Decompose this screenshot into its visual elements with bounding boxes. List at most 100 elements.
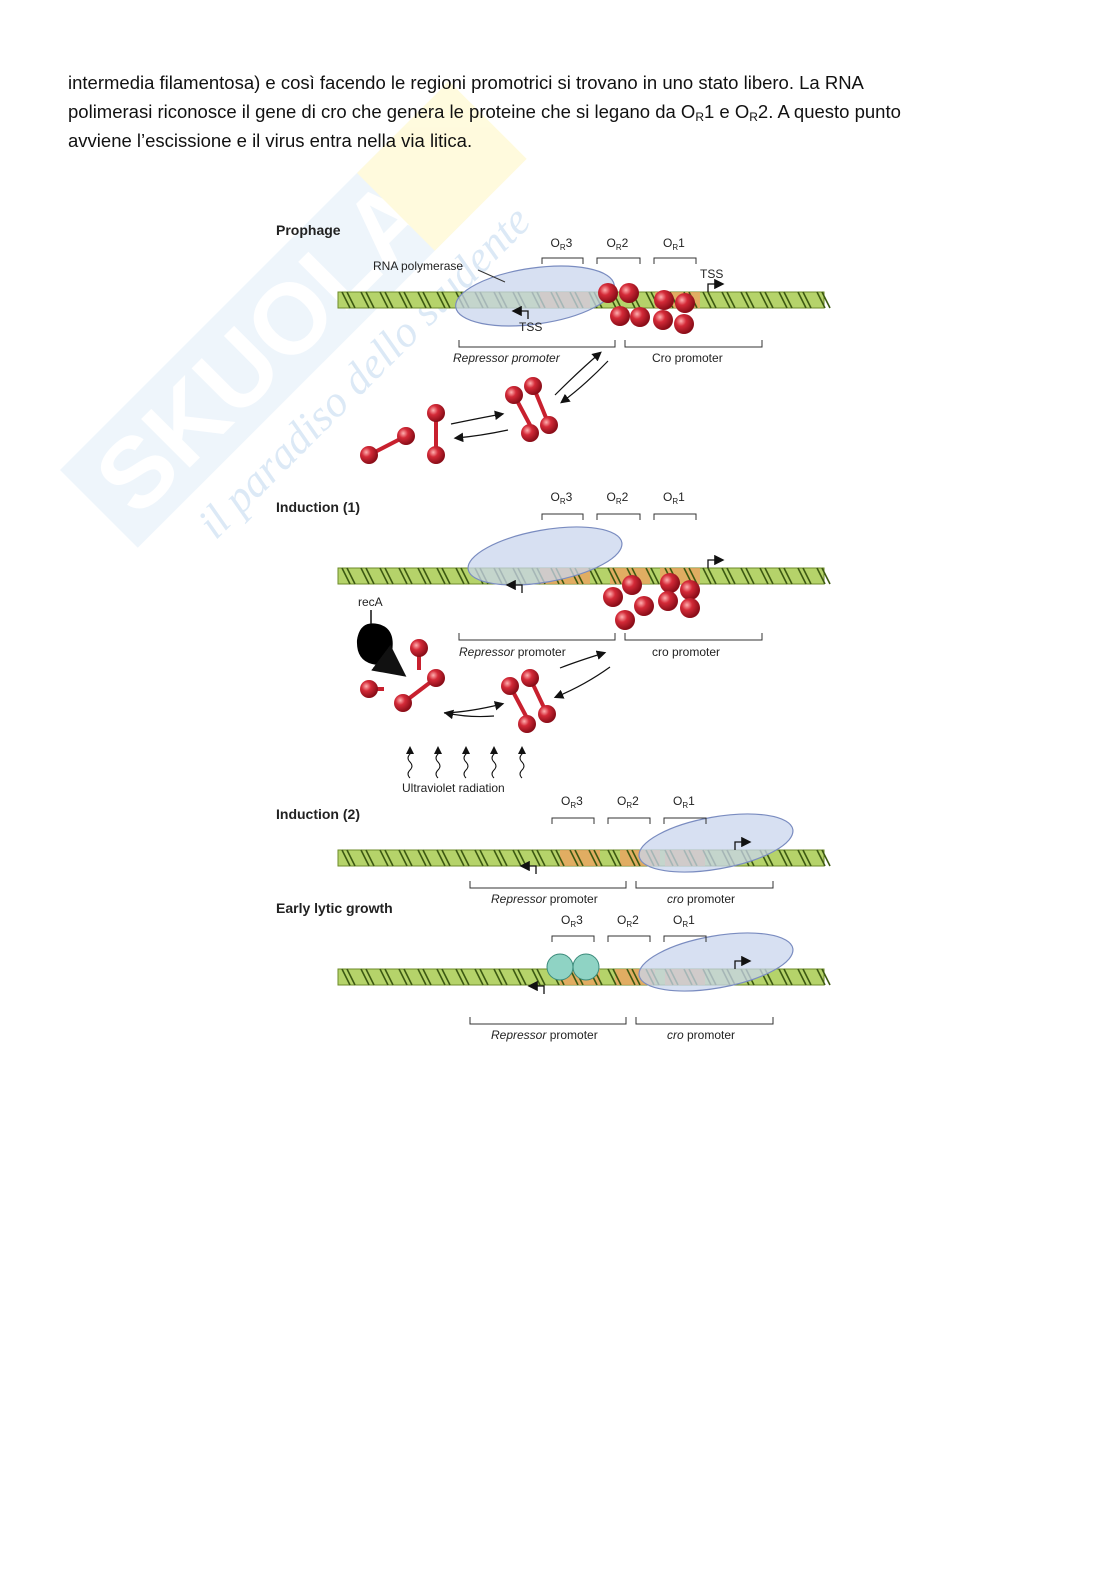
operator-label: OR2	[617, 913, 639, 929]
repressor-monomer	[505, 386, 523, 404]
repressor-monomer	[619, 283, 639, 303]
repressor-monomer	[653, 310, 673, 330]
repressor-monomer	[521, 424, 539, 442]
uv-radiation-label: Ultraviolet radiation	[402, 781, 505, 795]
rna-polymerase	[455, 265, 615, 327]
paragraph-line: polimerasi riconosce il gene di cro che …	[68, 101, 901, 124]
operator-1: OR1	[663, 913, 707, 942]
repressor-monomer	[427, 446, 445, 464]
uv-wave-icon	[490, 746, 498, 779]
repressor-promoter-label: Repressor promoter	[491, 892, 598, 906]
uv-wave-icon	[406, 746, 414, 779]
uv-wave-icon	[434, 746, 442, 779]
tss-arrow	[734, 836, 752, 850]
tss-label: TSS	[700, 267, 723, 281]
operator-bracket	[551, 817, 595, 824]
uv-wave-icon	[462, 746, 470, 779]
operator-bracket	[607, 817, 651, 824]
body-paragraph: intermedia filamentosa) e così facendo l…	[68, 68, 1028, 155]
operator-label: OR2	[607, 490, 629, 506]
operator-bracket	[653, 257, 697, 264]
rna-polymerase	[638, 813, 794, 873]
tss-arrow	[707, 554, 725, 568]
repressor-monomer	[630, 307, 650, 327]
repressor-monomer	[634, 596, 654, 616]
tss-arrow	[519, 860, 537, 874]
tss-arrow	[707, 278, 725, 292]
repressor-monomer	[501, 677, 519, 695]
operator-3: OR3	[541, 490, 584, 520]
repressor-monomer	[427, 669, 445, 687]
promoter-bracket	[624, 633, 763, 641]
repressor-monomer	[397, 427, 415, 445]
equilibrium-arrow	[554, 351, 602, 396]
cro-protein	[546, 953, 574, 981]
promoter-bracket	[458, 633, 616, 641]
operator-bracket	[541, 257, 584, 264]
repressor-monomer	[610, 306, 630, 326]
operator-label: OR1	[663, 236, 685, 252]
repressor-monomer	[540, 416, 558, 434]
operator-label: OR2	[607, 236, 629, 252]
operator-3: OR3	[551, 913, 595, 942]
paragraph-line: avviene l’escissione e il virus entra ne…	[68, 130, 473, 151]
operator-1: OR1	[663, 794, 707, 824]
equilibrium-arrow	[559, 650, 607, 669]
paragraph-line: intermedia filamentosa) e così facendo l…	[68, 72, 864, 93]
operator-bracket	[541, 513, 584, 520]
reca-cleavage-arrow	[371, 644, 407, 677]
operator-label: OR1	[673, 794, 695, 810]
stage-title-prophage: Prophage	[276, 222, 341, 238]
cro-promoter-label: Cro promoter	[652, 351, 723, 365]
repressor-promoter-label: Repressor promoter	[459, 645, 566, 659]
repressor-monomer	[680, 580, 700, 600]
equilibrium-arrow	[453, 429, 509, 443]
operator-bracket	[653, 513, 697, 520]
operator-2: OR2	[596, 490, 641, 520]
rna-polymerase	[467, 526, 623, 586]
repressor-monomer	[360, 680, 378, 698]
repressor-monomer	[394, 694, 412, 712]
stage-title-induction-2: Induction (2)	[276, 806, 360, 822]
repressor-monomer	[410, 639, 428, 657]
uv-wave-icon	[518, 746, 526, 779]
operator-bracket	[663, 817, 707, 824]
operator-site	[560, 850, 600, 866]
operator-1: OR1	[653, 490, 697, 520]
operator-3: OR3	[541, 236, 584, 264]
pointer-line	[477, 269, 506, 283]
repressor-monomer	[603, 587, 623, 607]
reca-protein	[356, 623, 393, 665]
repressor-monomer	[675, 293, 695, 313]
repressor-monomer	[598, 283, 618, 303]
cro-promoter-label: cro promoter	[667, 1028, 735, 1042]
equilibrium-arrow	[553, 666, 611, 699]
tss-arrow	[505, 579, 523, 593]
operator-bracket	[663, 935, 707, 942]
equilibrium-arrow	[560, 360, 609, 404]
reca-label: recA	[358, 595, 383, 609]
repressor-monomer	[360, 446, 378, 464]
operator-label: OR3	[551, 490, 573, 506]
repressor-monomer	[524, 377, 542, 395]
operator-2: OR2	[607, 794, 651, 824]
cro-protein	[572, 953, 600, 981]
repressor-monomer	[680, 598, 700, 618]
operator-2: OR2	[607, 913, 651, 942]
cro-promoter-label: cro promoter	[667, 892, 735, 906]
repressor-monomer	[521, 669, 539, 687]
operator-bracket	[551, 935, 595, 942]
promoter-bracket	[458, 340, 616, 348]
repressor-monomer	[615, 610, 635, 630]
equilibrium-arrow	[450, 410, 505, 425]
stage-title-induction-1: Induction (1)	[276, 499, 360, 515]
tss-arrow	[511, 305, 529, 319]
stage-title-early-lytic: Early lytic growth	[276, 900, 393, 916]
operator-label: OR3	[551, 236, 573, 252]
operator-3: OR3	[551, 794, 595, 824]
repressor-monomer	[654, 290, 674, 310]
repressor-promoter-label: Repressor promoter	[491, 1028, 598, 1042]
operator-label: OR3	[561, 794, 583, 810]
